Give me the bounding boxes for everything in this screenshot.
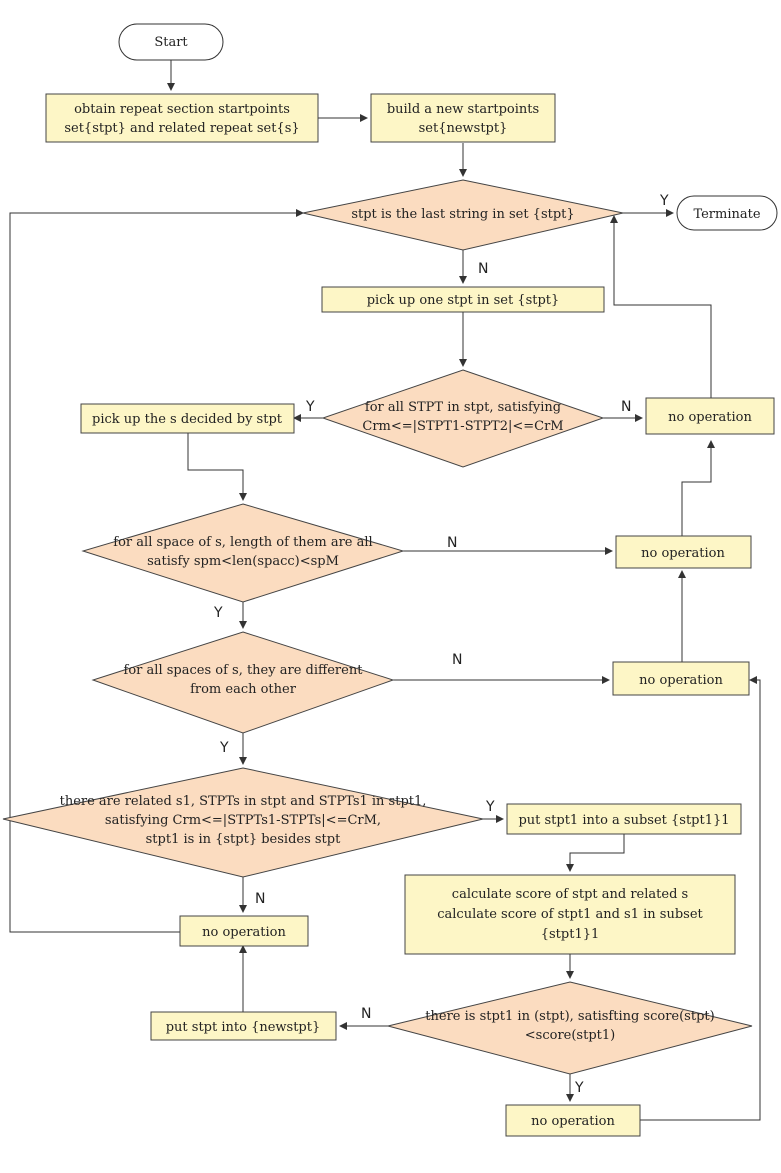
calculate-label-line1: calculate score of stpt and related s [452, 887, 688, 902]
noop-4-box: no operation [179, 915, 309, 947]
for-all-space-decision: for all space of s, length of them are a… [81, 503, 405, 603]
terminate-label: Terminate [693, 207, 760, 222]
label-n-noop-3: N [452, 652, 462, 668]
label-n-put-newstpt: N [361, 1006, 371, 1022]
for-all-stpt-label-line1: for all STPT in stpt, satisfying [365, 400, 561, 415]
start-label: Start [154, 35, 188, 50]
noop-2-box: no operation [615, 535, 752, 569]
start-node: Start [118, 23, 224, 61]
calculate-box: calculate score of stpt and related s ca… [404, 874, 736, 955]
obtain-label-line1: obtain repeat section startpoints [74, 102, 290, 117]
noop-5-box: no operation [505, 1104, 641, 1137]
noop-2-label: no operation [641, 546, 725, 561]
connectors [9, 60, 761, 1121]
obtain-box: obtain repeat section startpoints set{st… [45, 93, 319, 143]
noop-3-label: no operation [639, 673, 723, 688]
related-label-line2: satisfying Crm<=|STPTs1-STPTs|<=CrM, [105, 813, 381, 828]
pick-s-label: pick up the s decided by stpt [92, 412, 283, 427]
label-n-noop-2: N [447, 535, 457, 551]
noop-4-label: no operation [202, 925, 286, 940]
label-y-related: Y [219, 740, 229, 756]
put-newstpt-box: put stpt into {newstpt} [150, 1011, 337, 1041]
label-y-different: Y [213, 605, 223, 621]
score-check-label-line2: <score(stpt1) [525, 1028, 615, 1043]
pick-s-box: pick up the s decided by stpt [80, 403, 295, 434]
terminate-node: Terminate [676, 195, 778, 231]
noop-3-box: no operation [612, 661, 750, 696]
build-label-line1: build a new startpoints [387, 102, 539, 117]
different-label-line1: for all spaces of s, they are different [124, 663, 364, 678]
edge-noop1-loop [610, 215, 712, 398]
pick-one-box: pick up one stpt in set {stpt} [321, 286, 605, 313]
build-label-line2: set{newstpt} [419, 121, 508, 136]
score-check-label-line1: there is stpt1 in (stpt), satisfting sco… [425, 1009, 714, 1024]
label-y-pick-s: Y [305, 399, 315, 415]
obtain-label-line2: set{stpt} and related repeat set{s} [64, 121, 299, 136]
edge-noop2-noop1 [681, 440, 715, 536]
noop-1-label: no operation [668, 410, 752, 425]
related-label-line1: there are related s1, STPTs in stpt and … [60, 794, 427, 809]
edge-noop4-loop [9, 209, 304, 933]
label-y-noop-5: Y [574, 1080, 584, 1096]
pick-one-label: pick up one stpt in set {stpt} [367, 293, 560, 308]
label-y-terminate: Y [659, 193, 669, 209]
for-all-stpt-label-line2: Crm<=|STPT1-STPT2|<=CrM [362, 419, 563, 434]
for-all-space-label-line2: satisfy spm<len(spacc)<spM [147, 554, 339, 569]
related-label-line3: stpt1 is in {stpt} besides stpt [146, 832, 341, 847]
noop-1-box: no operation [645, 397, 775, 435]
related-decision: there are related s1, STPTs in stpt and … [2, 767, 484, 878]
for-all-stpt-decision: for all STPT in stpt, satisfying Crm<=|S… [321, 369, 605, 468]
edge-picks-space [187, 433, 247, 501]
last-string-label: stpt is the last string in set {stpt} [351, 207, 574, 222]
last-string-decision: stpt is the last string in set {stpt} [302, 179, 624, 251]
calculate-label-line2: calculate score of stpt1 and s1 in subse… [437, 907, 703, 922]
label-y-put-subset: Y [485, 799, 495, 815]
different-decision: for all spaces of s, they are different … [91, 631, 395, 734]
different-label-line2: from each other [190, 682, 297, 697]
edge-labels: Y N Y N N Y N Y Y N N Y [213, 193, 669, 1096]
label-n-noop-1: N [621, 399, 631, 415]
score-check-decision: there is stpt1 in (stpt), satisfting sco… [387, 981, 753, 1075]
edge-putsubset-calculate [566, 834, 625, 872]
label-n-noop-4: N [255, 891, 265, 907]
noop-5-label: no operation [531, 1114, 615, 1129]
put-newstpt-label: put stpt into {newstpt} [166, 1020, 321, 1035]
put-subset-label: put stpt1 into a subset {stpt1}1 [518, 813, 729, 828]
calculate-label-line3: {stpt1}1 [541, 927, 600, 942]
put-subset-box: put stpt1 into a subset {stpt1}1 [506, 803, 742, 835]
build-box: build a new startpoints set{newstpt} [370, 93, 556, 143]
label-n-pick-one: N [478, 261, 488, 277]
for-all-space-label-line1: for all space of s, length of them are a… [113, 535, 372, 550]
edge-noop5-noop3 [640, 676, 761, 1121]
